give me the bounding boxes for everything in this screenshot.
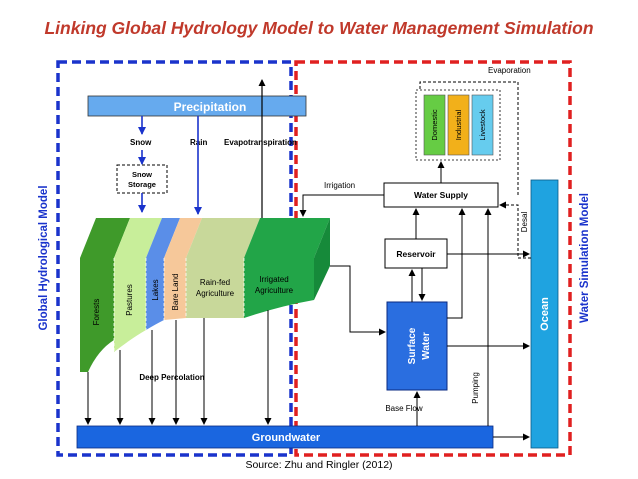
groundwater-label: Groundwater bbox=[252, 432, 321, 444]
land-cover-band bbox=[80, 218, 330, 372]
runoff-arrow bbox=[330, 265, 386, 336]
ocean-label: Ocean bbox=[539, 297, 551, 331]
snow-storage-label-2: Storage bbox=[128, 180, 156, 189]
irrigated-label-2: Agriculture bbox=[255, 286, 294, 295]
surface-water-label-2: Water bbox=[421, 332, 432, 360]
source-citation: Source: Zhu and Ringler (2012) bbox=[245, 459, 393, 471]
land-front-rainfed bbox=[186, 258, 244, 318]
land-front-forests bbox=[80, 258, 114, 372]
surface-to-supply bbox=[447, 208, 466, 319]
reservoir-box bbox=[384, 238, 448, 269]
irrigation-label: Irrigation bbox=[324, 181, 355, 190]
forests-label: Forests bbox=[92, 299, 101, 326]
evaporation-label: Evaporation bbox=[488, 66, 531, 75]
surface-water-label-1: Surface bbox=[407, 327, 418, 364]
global-model-boundary bbox=[56, 60, 293, 457]
irrigated-label-1: Irrigated bbox=[259, 275, 288, 284]
domestic-box bbox=[423, 94, 446, 156]
deep-percolation-label: Deep Percolation bbox=[139, 373, 204, 382]
precipitation-bar bbox=[87, 95, 307, 117]
global-model-label: Global Hydrological Model bbox=[38, 185, 50, 330]
land-top-lakes bbox=[146, 218, 180, 258]
land-side bbox=[314, 218, 330, 300]
land-top-rainfed bbox=[186, 218, 260, 258]
ocean-bar bbox=[530, 179, 559, 449]
land-top-forests bbox=[80, 218, 130, 258]
water-sim-label: Water Simulation Model bbox=[579, 193, 591, 323]
industrial-box bbox=[447, 94, 470, 156]
water-supply-box bbox=[383, 182, 499, 208]
snow-storage-box bbox=[116, 164, 168, 194]
lakes-label: Lakes bbox=[151, 279, 160, 300]
irrigation-arrow bbox=[299, 194, 384, 217]
snow-storage-label-1: Snow bbox=[132, 170, 152, 179]
rainfed-label-2: Agriculture bbox=[196, 289, 235, 298]
land-front-pastures bbox=[114, 258, 146, 352]
evapotranspiration-label: Evapotranspiration bbox=[224, 138, 297, 147]
industrial-label: Industrial bbox=[454, 109, 463, 140]
snow-label: Snow bbox=[130, 138, 152, 147]
page-title: Linking Global Hydrology Model to Water … bbox=[44, 18, 594, 38]
reservoir-label: Reservoir bbox=[396, 249, 436, 259]
land-top-irrigated bbox=[244, 218, 330, 258]
water-supply-label: Water Supply bbox=[414, 190, 468, 200]
rainfed-label-1: Rain-fed bbox=[200, 278, 230, 287]
bare-land-label: Bare Land bbox=[171, 274, 180, 311]
domestic-label: Domestic bbox=[430, 109, 439, 141]
pastures-label: Pastures bbox=[125, 284, 134, 316]
desal-arrow bbox=[499, 201, 531, 259]
land-front-irrigated bbox=[244, 258, 314, 318]
land-front-bareland bbox=[164, 258, 186, 320]
livestock-label: Livestock bbox=[478, 109, 487, 141]
pumping-label: Pumping bbox=[471, 372, 480, 404]
deep-percolation-arrows bbox=[84, 310, 272, 425]
precipitation-label: Precipitation bbox=[174, 100, 247, 114]
livestock-box bbox=[471, 94, 494, 156]
land-front-lakes bbox=[146, 258, 164, 330]
desal-label: Desal bbox=[520, 212, 529, 233]
land-top-bareland bbox=[164, 218, 202, 258]
base-flow-label: Base Flow bbox=[385, 404, 423, 413]
